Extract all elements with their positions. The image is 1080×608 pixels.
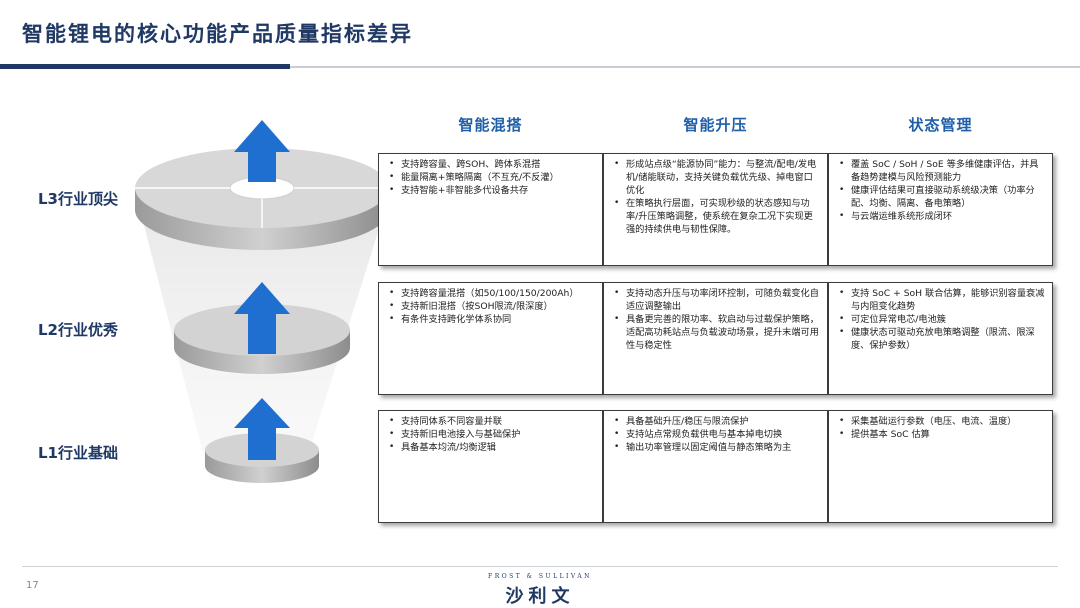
card-l1-boost: 具备基础升压/稳压与限流保护 支持站点常规负载供电与基本掉电切换 输出功率管理以… [603,410,828,523]
list-item: 具备基础升压/稳压与限流保护 [610,415,821,428]
list-item: 支持跨容量混搭（如50/100/150/200Ah） [385,287,596,300]
arrow-up-icon [234,282,290,354]
title-underline-dark [0,64,290,69]
list-item: 健康状态可驱动充放电策略调整（限流、限深度、保护参数） [835,326,1046,352]
list-item: 与云端运维系统形成闭环 [835,210,1046,223]
list-item: 提供基本 SoC 估算 [835,428,1046,441]
list-item: 形成站点级“能源协同”能力：与整流/配电/发电机/储能联动，支持关键负载优先级、… [610,158,821,197]
list-item: 支持新旧混搭（按SOH限流/限深度） [385,300,596,313]
level-label-l3: L3行业顶尖 [38,190,118,208]
list-item: 覆盖 SoC / SoH / SoE 等多维健康评估，并具备趋势建模与风险预测能… [835,158,1046,184]
list-item: 在策略执行层面，可实现秒级的状态感知与功率/升压策略调整，使系统在复杂工况下实现… [610,197,821,236]
column-header-mix: 智能混搭 [458,116,523,134]
list-item: 支持动态升压与功率闭环控制，可随负载变化自适应调整输出 [610,287,821,313]
list-item: 支持同体系不同容量并联 [385,415,596,428]
list-item: 支持站点常规负载供电与基本掉电切换 [610,428,821,441]
level-label-l1: L1行业基础 [38,444,118,462]
card-l3-mix: 支持跨容量、跨SOH、跨体系混搭 能量隔离+策略隔离（不互充/不反灌） 支持智能… [378,153,603,266]
funnel-illustration [135,120,389,483]
card-l3-state: 覆盖 SoC / SoH / SoE 等多维健康评估，并具备趋势建模与风险预测能… [828,153,1053,266]
arrow-up-icon [234,120,290,182]
card-l3-boost: 形成站点级“能源协同”能力：与整流/配电/发电机/储能联动，支持关键负载优先级、… [603,153,828,266]
list-item: 支持新旧电池接入与基础保护 [385,428,596,441]
column-header-boost: 智能升压 [683,116,748,134]
list-item: 可定位异常电芯/电池簇 [835,313,1046,326]
card-l1-mix: 支持同体系不同容量并联 支持新旧电池接入与基础保护 具备基本均流/均衡逻辑 [378,410,603,523]
page-title: 智能锂电的核心功能产品质量指标差异 [22,22,413,46]
card-l2-boost: 支持动态升压与功率闭环控制，可随负载变化自适应调整输出 具备更完善的限功率、软启… [603,282,828,395]
list-item: 具备基本均流/均衡逻辑 [385,441,596,454]
list-item: 有条件支持跨化学体系协同 [385,313,596,326]
list-item: 支持 SoC + SoH 联合估算，能够识别容量衰减与内阻变化趋势 [835,287,1046,313]
card-l1-state: 采集基础运行参数（电压、电流、温度） 提供基本 SoC 估算 [828,410,1053,523]
list-item: 支持跨容量、跨SOH、跨体系混搭 [385,158,596,171]
level-label-l2: L2行业优秀 [38,321,118,339]
disc-l3 [135,148,389,250]
footer-divider [22,566,1058,567]
brand-logo-english: FROST & SULLIVAN [488,573,592,580]
page-number: 17 [26,580,39,591]
card-l2-mix: 支持跨容量混搭（如50/100/150/200Ah） 支持新旧混搭（按SOH限流… [378,282,603,395]
list-item: 支持智能+非智能多代设备共存 [385,184,596,197]
title-underline-light [290,66,1080,68]
brand-logo-chinese: 沙利文 [505,586,575,607]
card-l2-state: 支持 SoC + SoH 联合估算，能够识别容量衰减与内阻变化趋势 可定位异常电… [828,282,1053,395]
list-item: 具备更完善的限功率、软启动与过载保护策略，适配高功耗站点与负载波动场景，提升末端… [610,313,821,352]
list-item: 输出功率管理以固定阈值与静态策略为主 [610,441,821,454]
list-item: 能量隔离+策略隔离（不互充/不反灌） [385,171,596,184]
list-item: 采集基础运行参数（电压、电流、温度） [835,415,1046,428]
arrow-up-icon [234,398,290,460]
column-header-state: 状态管理 [908,116,973,134]
list-item: 健康评估结果可直接驱动系统级决策（功率分配、均衡、隔离、备电策略） [835,184,1046,210]
